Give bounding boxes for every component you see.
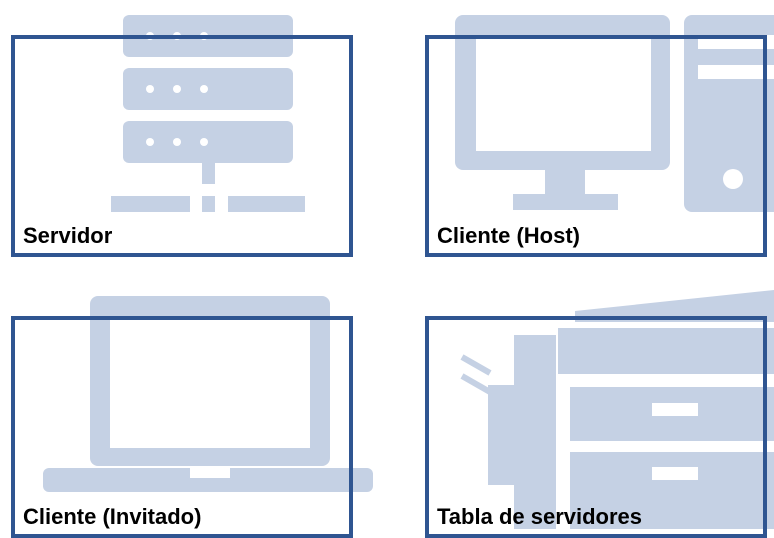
card-label-servidor: Servidor [23,223,113,248]
server-icon [111,15,305,212]
card-tabla-servidores: Tabla de servidores [425,316,767,538]
desktop-computer-icon [455,15,774,212]
card-servidor: Servidor [11,35,353,257]
laptop-icon [43,296,373,492]
card-label-tabla-servidores: Tabla de servidores [437,504,643,529]
card-cliente-invitado: Cliente (Invitado) [11,316,353,538]
card-label-cliente-host: Cliente (Host) [437,223,580,248]
printer-icon [460,290,774,529]
card-label-cliente-invitado: Cliente (Invitado) [23,504,202,529]
card-cliente-host: Cliente (Host) [425,35,767,257]
